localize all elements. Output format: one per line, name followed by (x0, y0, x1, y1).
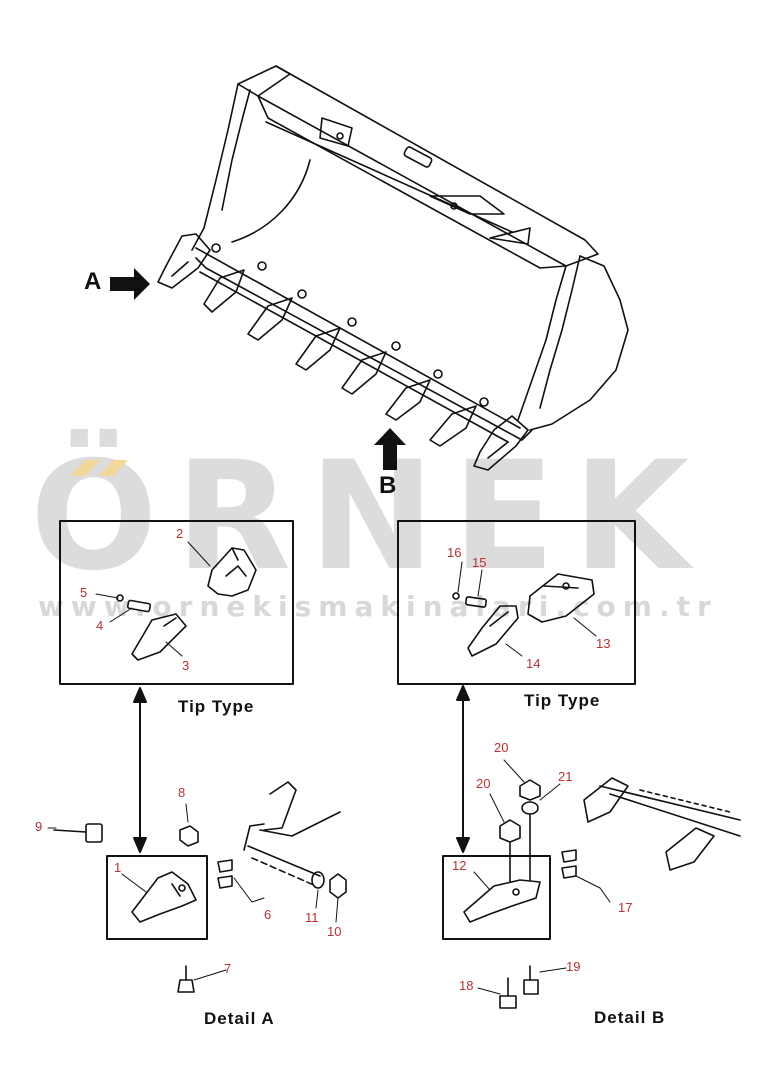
detail-a-clips-6 (217, 859, 233, 889)
view-label-b: B (379, 472, 397, 499)
detail-a-nut-8 (179, 825, 199, 847)
tip-tooth-left (131, 613, 187, 661)
detail-a-bolt-7 (177, 965, 195, 993)
callout-11: 11 (305, 910, 319, 925)
loader-bucket (157, 65, 629, 471)
detail-a-bolt-9 (53, 823, 103, 843)
link-arrow-left (133, 687, 147, 853)
caption-tip-type-right: Tip Type (524, 691, 601, 710)
callout-20-upper: 20 (494, 740, 509, 755)
detail-a-box (106, 855, 208, 940)
callout-20-lower: 20 (476, 776, 491, 791)
callout-3: 3 (182, 658, 190, 673)
detail-b-edge (583, 777, 741, 871)
detail-b-bolt-19 (523, 965, 539, 995)
view-arrow-b (374, 428, 406, 470)
callout-21: 21 (558, 769, 573, 784)
view-label-a: A (84, 268, 102, 295)
detail-a-washer-11 (311, 871, 325, 889)
detail-b-adapter (463, 879, 541, 923)
link-arrow-right (456, 685, 470, 853)
view-arrow-a (110, 268, 150, 300)
callout-13: 13 (596, 636, 611, 651)
detail-a-adapter (131, 871, 197, 923)
callout-12: 12 (452, 858, 467, 873)
detail-b-nut-20a (519, 779, 541, 801)
callout-17: 17 (618, 900, 633, 915)
callout-19: 19 (566, 959, 581, 974)
callout-16: 16 (447, 545, 462, 560)
callout-5: 5 (80, 585, 88, 600)
detail-b-clips-17 (561, 849, 577, 879)
callout-14: 14 (526, 656, 541, 671)
caption-detail-a: Detail A (204, 1009, 275, 1028)
callout-leaders (47, 541, 611, 995)
tip-adapter-right (527, 573, 595, 623)
detail-b-nut-20b (499, 819, 521, 843)
callout-4: 4 (96, 618, 104, 633)
callout-18: 18 (459, 978, 474, 993)
detail-b-washer-21 (521, 801, 539, 815)
callout-9: 9 (35, 819, 43, 834)
caption-tip-type-left: Tip Type (178, 697, 255, 716)
watermark-brand: ÖRNEK (30, 430, 708, 604)
callout-2: 2 (176, 526, 184, 541)
callout-15: 15 (472, 555, 487, 570)
tip-pin-left (116, 594, 152, 613)
callout-6: 6 (264, 907, 272, 922)
detail-a-nut-10 (329, 873, 347, 899)
callout-8: 8 (178, 785, 186, 800)
callout-10: 10 (327, 924, 342, 939)
tip-type-box-right (397, 520, 636, 685)
tip-tooth-right (467, 605, 519, 657)
callout-1: 1 (114, 860, 122, 875)
detail-b-box (442, 855, 551, 940)
callout-7: 7 (224, 961, 232, 976)
detail-b-leader-lines (509, 813, 531, 883)
tip-adapter-left (207, 547, 257, 597)
tip-pin-right (452, 592, 488, 608)
caption-detail-b: Detail B (594, 1008, 666, 1027)
tip-type-box-left (59, 520, 294, 685)
detail-a-edge (243, 781, 341, 887)
detail-b-bolt-18 (499, 977, 517, 1009)
